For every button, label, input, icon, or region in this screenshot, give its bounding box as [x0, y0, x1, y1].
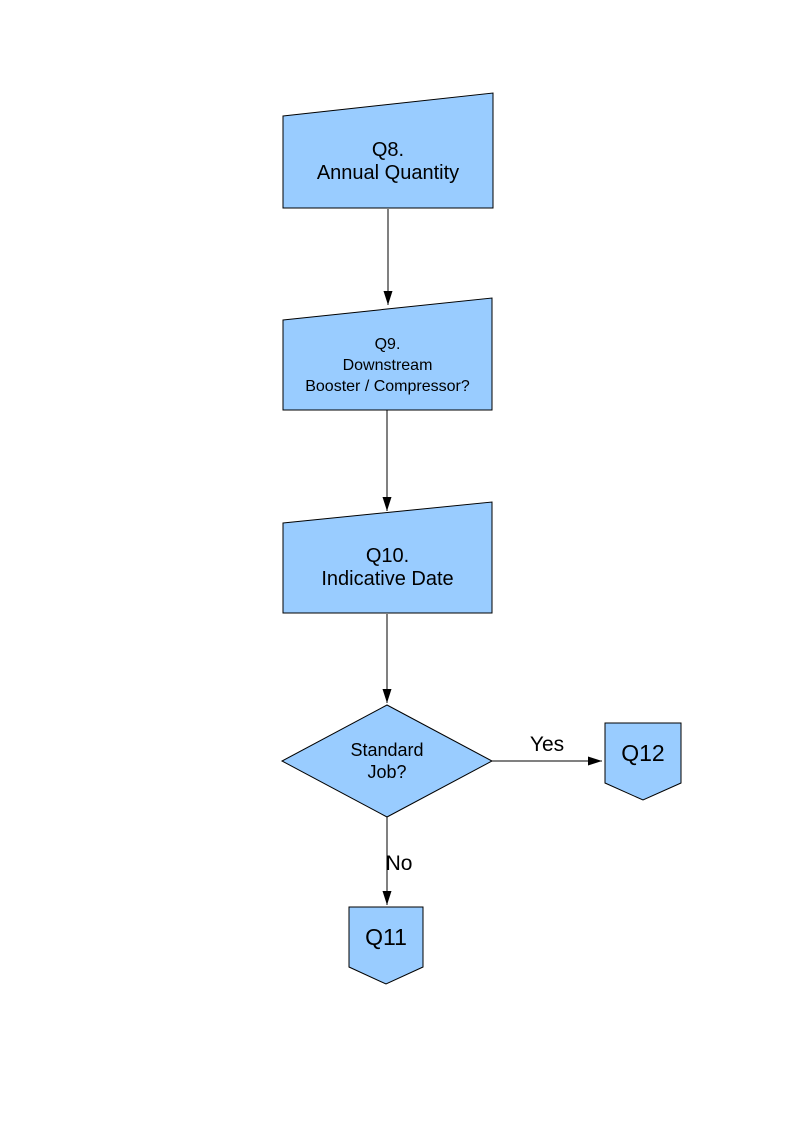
node-decision-label-line2: Job? [367, 762, 407, 782]
node-q11-label: Q11 [349, 907, 423, 967]
edge-no-label-text: No [385, 852, 413, 875]
flowchart-node-q8-shape [282, 92, 494, 209]
flowchart-node-q10-shape [282, 501, 493, 614]
flowchart-node-q12-shape [604, 722, 682, 801]
node-q10-label-line2: Indicative Date [321, 568, 454, 590]
node-decision-label: Standard Job? [287, 705, 487, 817]
node-q10-label-line1: Q10. [365, 545, 410, 567]
node-q9-label-line3: Booster / Compressor? [305, 377, 470, 395]
node-q10-label: Q10. Indicative Date [283, 523, 492, 613]
edge-yes-label: Yes [507, 733, 587, 757]
node-q12-label-text: Q12 [621, 739, 665, 766]
node-q9-label-line1: Q9. [374, 335, 401, 353]
node-q11-label-text: Q11 [365, 923, 407, 950]
edge-yes-label-text: Yes [529, 733, 565, 756]
node-q9-label-line2: Downstream [342, 356, 433, 374]
flowchart-node-q11-shape [348, 906, 424, 985]
node-decision-label-line1: Standard [350, 740, 424, 760]
flowchart-node-decision-shape [280, 704, 494, 818]
flowchart-node-q9-shape [282, 297, 493, 411]
node-q9-label: Q9. Downstream Booster / Compressor? [283, 320, 492, 410]
node-q8-label-line1: Q8. [371, 139, 405, 161]
node-q12-label: Q12 [605, 723, 681, 783]
edge-no-label: No [369, 852, 429, 876]
node-q8-label-line2: Annual Quantity [316, 162, 460, 184]
node-q8-label: Q8. Annual Quantity [283, 116, 493, 208]
